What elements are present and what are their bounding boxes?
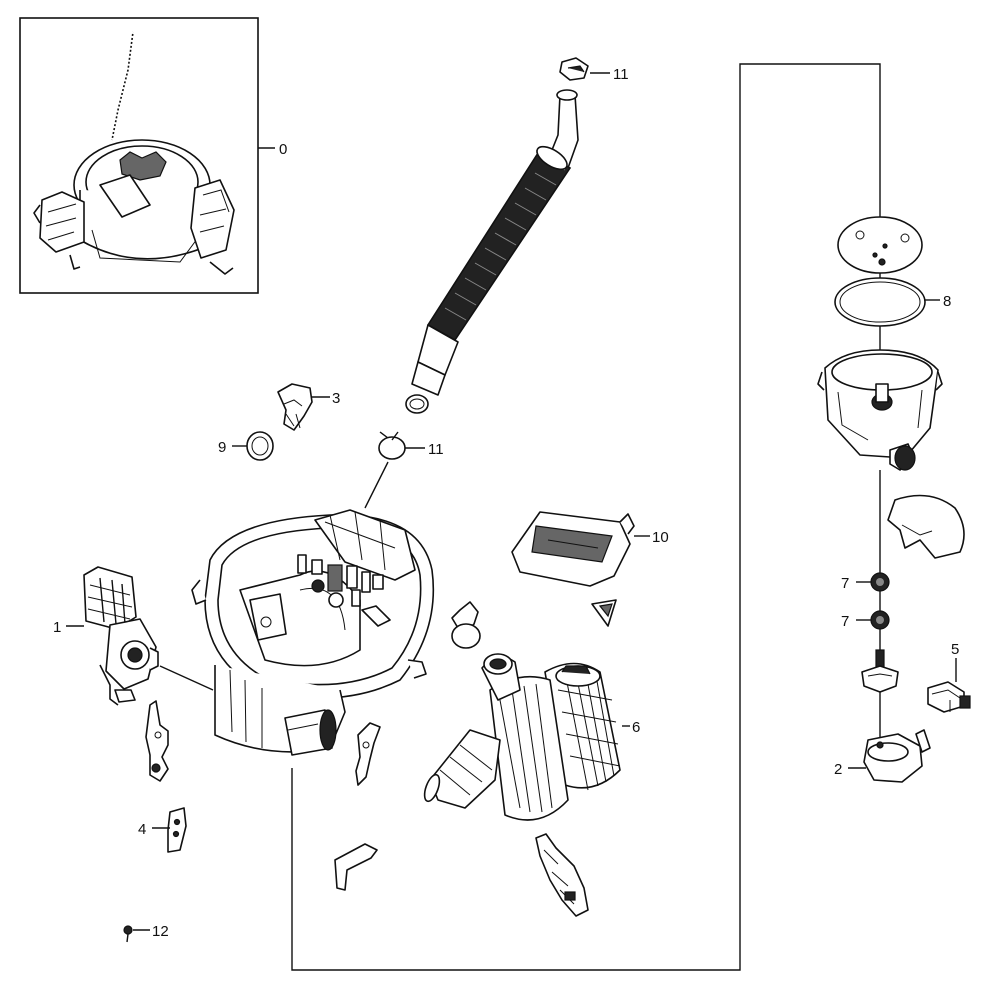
part-5-sensor: 5 [927, 641, 971, 713]
part-10-cover: 10 [511, 511, 669, 627]
callout-8: 8 [943, 293, 951, 310]
filter-housing [817, 349, 943, 471]
callout-11-top: 11 [613, 66, 629, 83]
part-3-connector: 3 [277, 383, 340, 431]
callout-11-mid: 11 [428, 441, 444, 458]
callout-7-upper: 7 [841, 575, 849, 592]
drain-hose [405, 89, 579, 414]
part-2-motor: 2 [834, 729, 931, 783]
callout-3: 3 [332, 390, 340, 407]
callout-1: 1 [53, 619, 61, 636]
part-1-drain-pump: 1 [53, 566, 159, 706]
part-9-seal: 9 [218, 431, 274, 461]
sump-main-body [159, 63, 881, 971]
heater-connector [535, 833, 589, 917]
filter-screen [887, 494, 965, 559]
part-8-plate-and-seal: 8 [834, 216, 951, 327]
callout-10: 10 [652, 529, 669, 546]
callout-5: 5 [951, 641, 959, 658]
callout-2: 2 [834, 761, 842, 778]
part-7-bearings: 7 7 [841, 572, 890, 630]
part-4-clip: 4 [138, 807, 187, 853]
part-12-screw: 12 [123, 923, 169, 943]
callout-7-lower: 7 [841, 613, 849, 630]
pump-bracket [145, 700, 169, 782]
callout-6: 6 [632, 719, 640, 736]
callout-4: 4 [138, 821, 146, 838]
impeller [861, 649, 899, 693]
clip-parts [334, 601, 481, 891]
part-6-circulation-pump: 6 [423, 653, 640, 821]
inset-complete-assembly: 0 [19, 17, 287, 294]
clamp-middle: 11 [364, 431, 444, 509]
callout-9: 9 [218, 439, 226, 456]
callout-0: 0 [279, 141, 287, 158]
callout-12: 12 [152, 923, 169, 940]
clamp-top: 11 [559, 57, 629, 83]
